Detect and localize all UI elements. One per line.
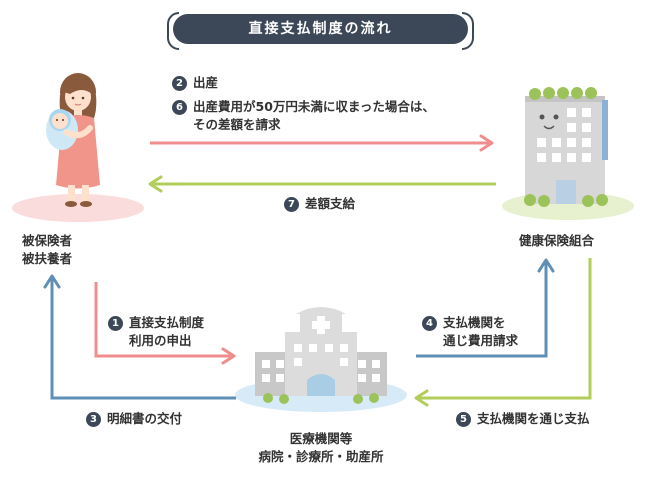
node-insured: 被保険者 被扶養者 <box>22 232 72 268</box>
step-1-number: 1 <box>108 316 123 331</box>
insurer-building-illustration <box>524 87 608 207</box>
step-1-label: 1 直接支払制度利用の申出 <box>108 314 204 350</box>
step-5-label: 5 支払機関を通じ支払 <box>456 410 590 428</box>
step-6-label: 6 出産費用が50万円未満に収まった場合は、その差額を請求 <box>172 98 435 134</box>
node-insured-line1: 被保険者 <box>22 233 73 248</box>
step-6-number: 6 <box>172 100 187 115</box>
step-2-number: 2 <box>172 76 187 91</box>
node-insured-line2: 被扶養者 <box>22 251 73 266</box>
title-banner: 直接支払制度の流れ <box>167 12 474 50</box>
arrow-medical-to-insured <box>43 274 236 400</box>
step-5-text: 支払機関を通じ支払 <box>477 411 590 426</box>
arrow-insured-to-medical <box>94 282 236 365</box>
step-3-number: 3 <box>86 412 101 427</box>
step-2-label: 2 出産 <box>172 74 218 92</box>
step-7-number: 7 <box>284 197 299 212</box>
arrow-insurer-to-medical <box>414 258 592 407</box>
step-2-text: 出産 <box>193 75 219 90</box>
node-medical-line1: 医療機関等 <box>289 431 353 446</box>
diagram-title: 直接支払制度の流れ <box>173 14 468 44</box>
step-4-text-line1: 支払機関を <box>443 315 506 330</box>
step-1-text-line2: 利用の申出 <box>129 333 192 348</box>
step-4-text-line2: 通じ費用請求 <box>443 333 519 348</box>
step-4-label: 4 支払機関を通じ費用請求 <box>422 314 518 350</box>
step-5-number: 5 <box>456 412 471 427</box>
step-3-label: 3 明細書の交付 <box>86 410 182 428</box>
step-7-label: 7 差額支給 <box>284 195 355 213</box>
mother-baby-illustration <box>46 73 100 207</box>
arrow-insured-to-insurer <box>150 134 494 152</box>
insured-ground <box>12 194 144 222</box>
step-3-text: 明細書の交付 <box>107 411 183 426</box>
step-6-text-line2: その差額を請求 <box>193 117 281 132</box>
step-7-text: 差額支給 <box>305 196 356 211</box>
arrow-insurer-to-insured <box>148 175 496 193</box>
node-medical-line2: 病院・診療所・助産所 <box>258 449 384 464</box>
node-insurer: 健康保険組合 <box>519 233 595 248</box>
arrow-medical-to-insurer <box>416 258 555 358</box>
step-1-text-line1: 直接支払制度 <box>129 315 205 330</box>
step-6-text-line1: 出産費用が50万円未満に収まった場合は、 <box>193 99 435 114</box>
node-medical: 医療機関等 病院・診療所・助産所 <box>243 430 399 466</box>
step-4-number: 4 <box>422 316 437 331</box>
hospital-illustration <box>255 307 387 404</box>
